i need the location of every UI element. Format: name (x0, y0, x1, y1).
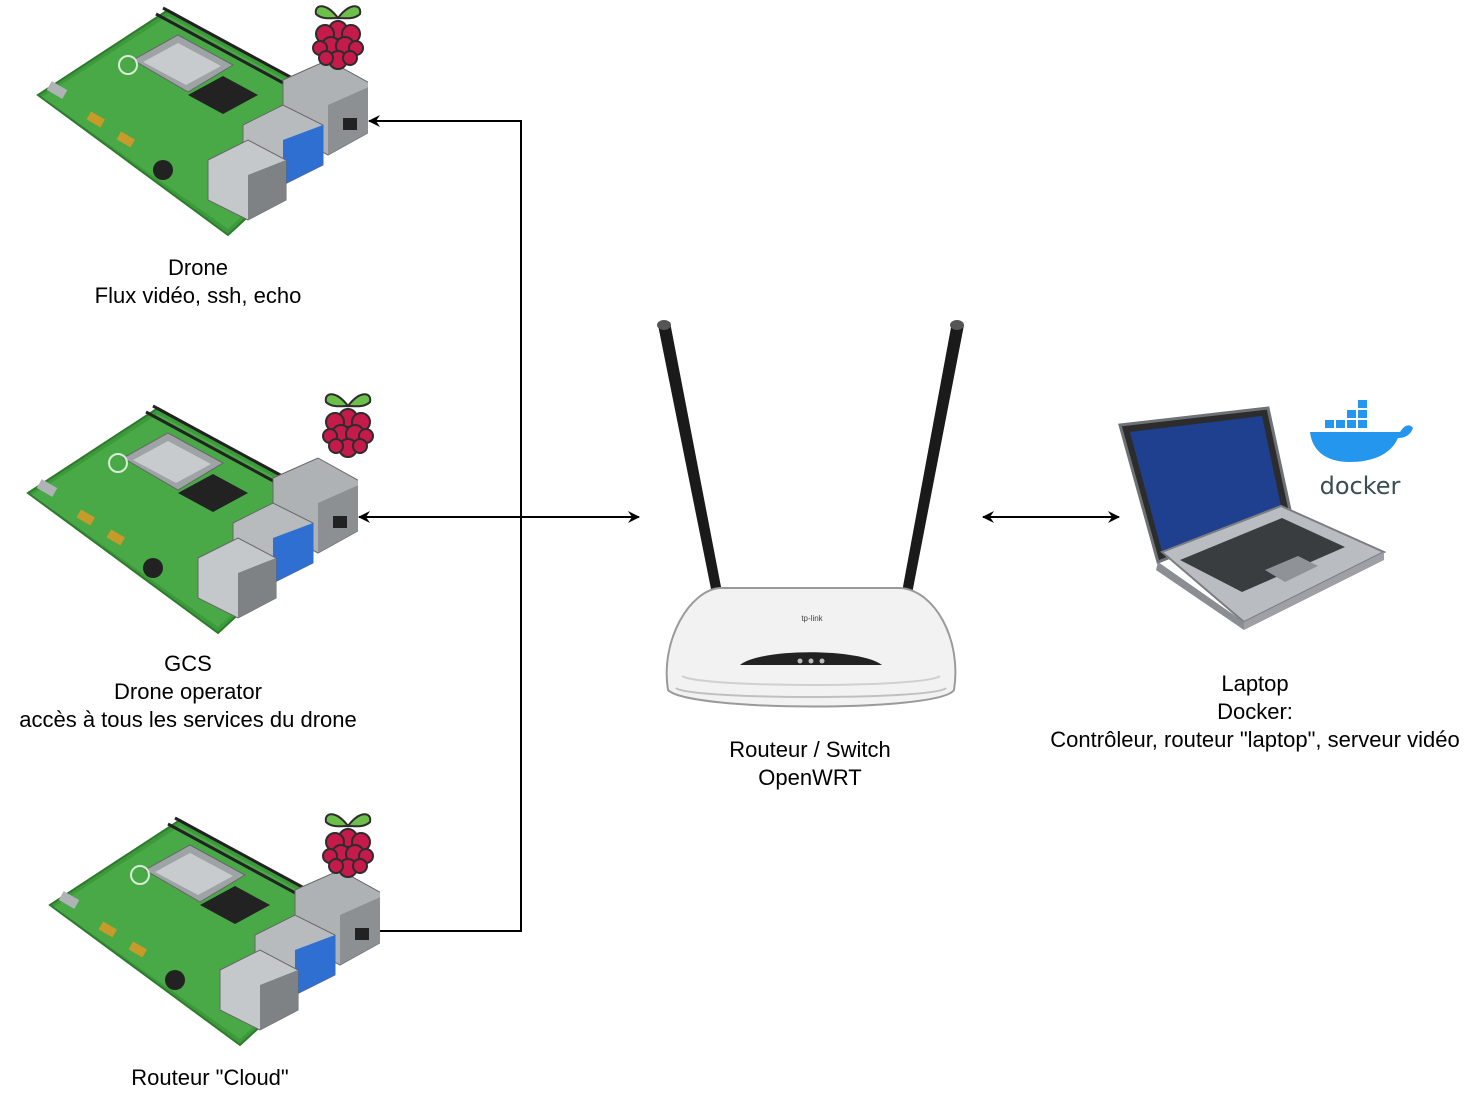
docker-wordmark: docker (1320, 472, 1401, 500)
laptop-docker: Docker: (1217, 699, 1293, 724)
laptop-title: Laptop (1221, 671, 1289, 696)
router-label: Routeur / Switch OpenWRT (660, 736, 960, 792)
laptop-icon (1118, 406, 1387, 630)
docker-logo-icon: docker (1310, 400, 1413, 500)
laptop-label: Laptop Docker: Contrôleur, routeur "lapt… (1030, 670, 1476, 754)
laptop-services: Contrôleur, routeur "laptop", serveur vi… (1050, 727, 1460, 752)
raspberry-pi-board-icon (26, 404, 358, 635)
drone-services: Flux vidéo, ssh, echo (94, 283, 302, 308)
gcs-access: accès à tous les services du drone (19, 707, 357, 732)
router-os: OpenWRT (758, 765, 862, 790)
drone-title: Drone (168, 255, 228, 280)
gcs-role: Drone operator (114, 679, 262, 704)
drone-label: Drone Flux vidéo, ssh, echo (48, 254, 348, 310)
wifi-router-icon: tp-link (657, 320, 964, 708)
gcs-title: GCS (164, 651, 212, 676)
gcs-label: GCS Drone operator accès à tous les serv… (0, 650, 376, 734)
edge-cloud-router (380, 517, 522, 932)
gcs-node (26, 393, 374, 635)
cloud-node (48, 813, 380, 1047)
cloud-title: Routeur "Cloud" (131, 1065, 289, 1090)
raspberry-pi-logo-icon (322, 813, 374, 878)
router-title: Routeur / Switch (729, 737, 891, 762)
raspberry-pi-logo-icon (322, 393, 374, 458)
raspberry-pi-logo-icon (312, 5, 364, 70)
router-brand-text: tp-link (801, 614, 823, 623)
router-node: tp-link (657, 320, 964, 708)
laptop-node: docker (1118, 400, 1413, 630)
drone-node (36, 5, 368, 237)
edge-router-drone (368, 115, 522, 517)
connection-lines (358, 115, 1120, 932)
cloud-label: Routeur "Cloud" (60, 1064, 360, 1092)
